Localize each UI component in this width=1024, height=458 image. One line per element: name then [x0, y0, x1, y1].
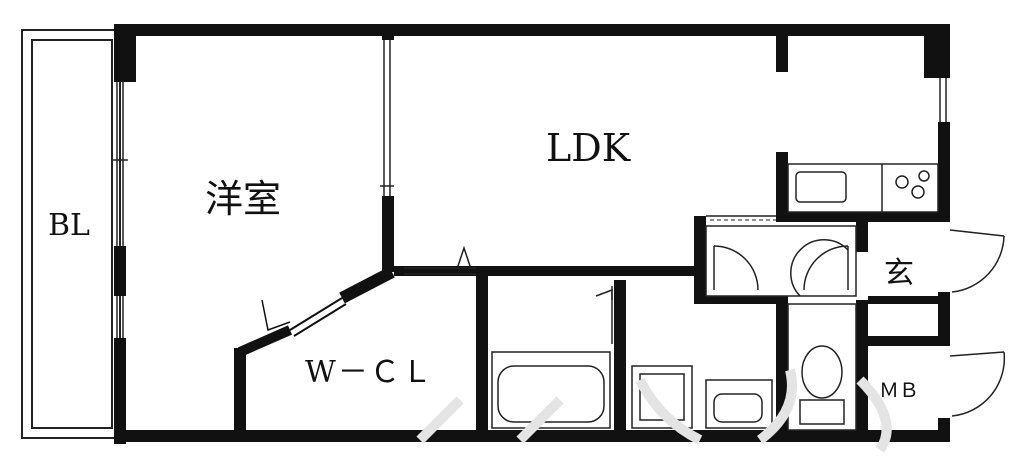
- balcony-outline: [21, 29, 121, 439]
- watermark-shape: [416, 368, 892, 453]
- entrance-label: 玄: [884, 256, 914, 291]
- sliding-door-western-room: [380, 40, 394, 196]
- walk-in-closet-label: W－ＣＬ: [305, 355, 434, 390]
- window-left: [112, 82, 128, 338]
- exterior-walls: [114, 24, 950, 444]
- washbasin-icon: [631, 365, 693, 429]
- closet-door: [404, 245, 476, 275]
- kitchen-counter: [787, 163, 939, 213]
- bathroom-door: [595, 286, 613, 344]
- balcony-label: BL: [48, 208, 90, 243]
- toilet-icon: [787, 303, 857, 431]
- ldk-label: LDK: [546, 126, 631, 170]
- western-room-label: 洋室: [205, 177, 282, 221]
- meter-box-door: [949, 351, 1006, 417]
- toilet-door: [790, 239, 849, 297]
- stove-icon: [895, 170, 930, 199]
- meter-box-label: ＭＢ: [879, 378, 919, 402]
- closet-diagonal-wall: [237, 266, 395, 357]
- bathtub-icon: [491, 351, 611, 429]
- washing-machine-icon: [705, 379, 773, 429]
- storage-doors: [705, 225, 857, 297]
- window-right: [939, 78, 947, 122]
- entrance-door: [949, 229, 1005, 293]
